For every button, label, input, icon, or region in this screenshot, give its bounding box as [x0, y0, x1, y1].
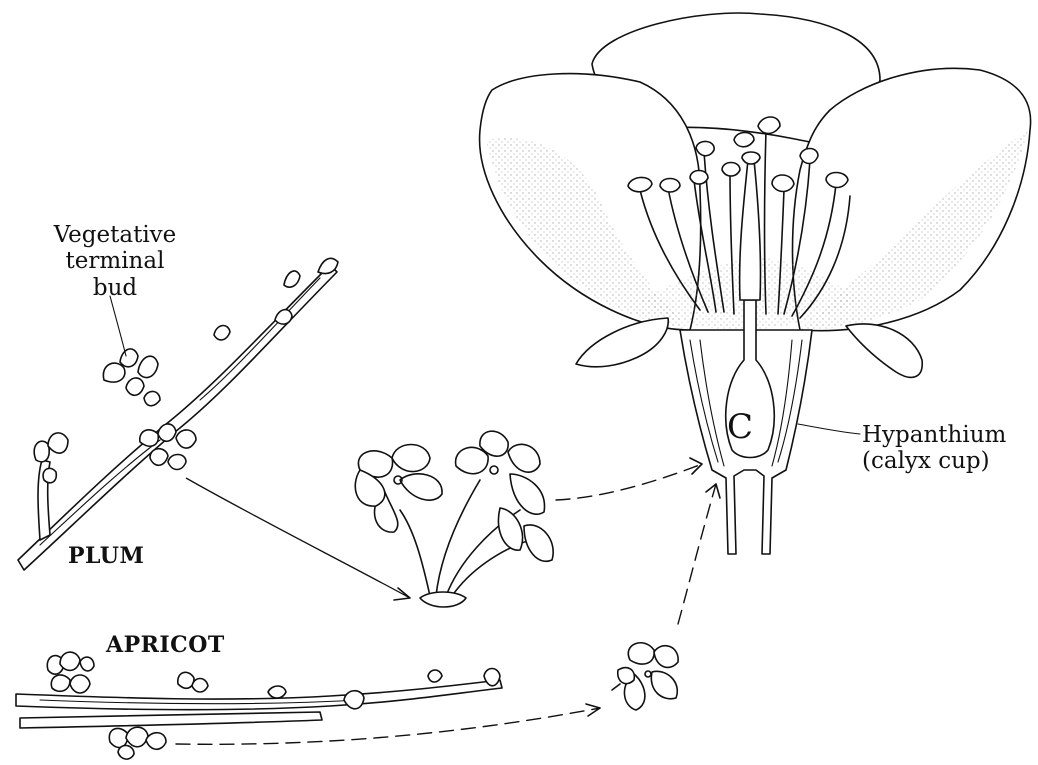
label-plum: PLUM [68, 544, 144, 569]
plum-flower-left [355, 445, 442, 533]
label-vegetative-line3: bud [40, 275, 190, 301]
label-hypanthium-line2: (calyx cup) [862, 448, 1006, 474]
hypanthium-leader [798, 424, 860, 434]
apricot-branch [16, 652, 502, 759]
label-vegetative-line2: terminal [40, 248, 190, 274]
label-apricot: APRICOT [106, 633, 225, 658]
plum-flower-bud-cluster [140, 424, 196, 470]
label-vegetative-line1: Vegetative [40, 222, 190, 248]
vegetative-bud-cluster [103, 349, 160, 406]
carpel-label: C [727, 407, 753, 447]
apricot-flower [612, 643, 678, 710]
arrow-flowers-to-section [556, 464, 702, 500]
arrow-apricot-flower-to-section [678, 484, 716, 624]
vegetative-bud-leader [110, 296, 126, 356]
label-hypanthium: Hypanthium (calyx cup) [862, 422, 1006, 475]
label-vegetative-terminal-bud: Vegetative terminal bud [40, 222, 190, 301]
plum-branch [18, 258, 338, 570]
apricot-flower-cluster-left [47, 652, 94, 693]
label-hypanthium-line1: Hypanthium [862, 422, 1006, 448]
sepal-left [576, 318, 668, 367]
sepal-right [846, 324, 922, 377]
apricot-flower-cluster-bottom [109, 727, 166, 759]
plum-flower-cluster [355, 431, 553, 607]
